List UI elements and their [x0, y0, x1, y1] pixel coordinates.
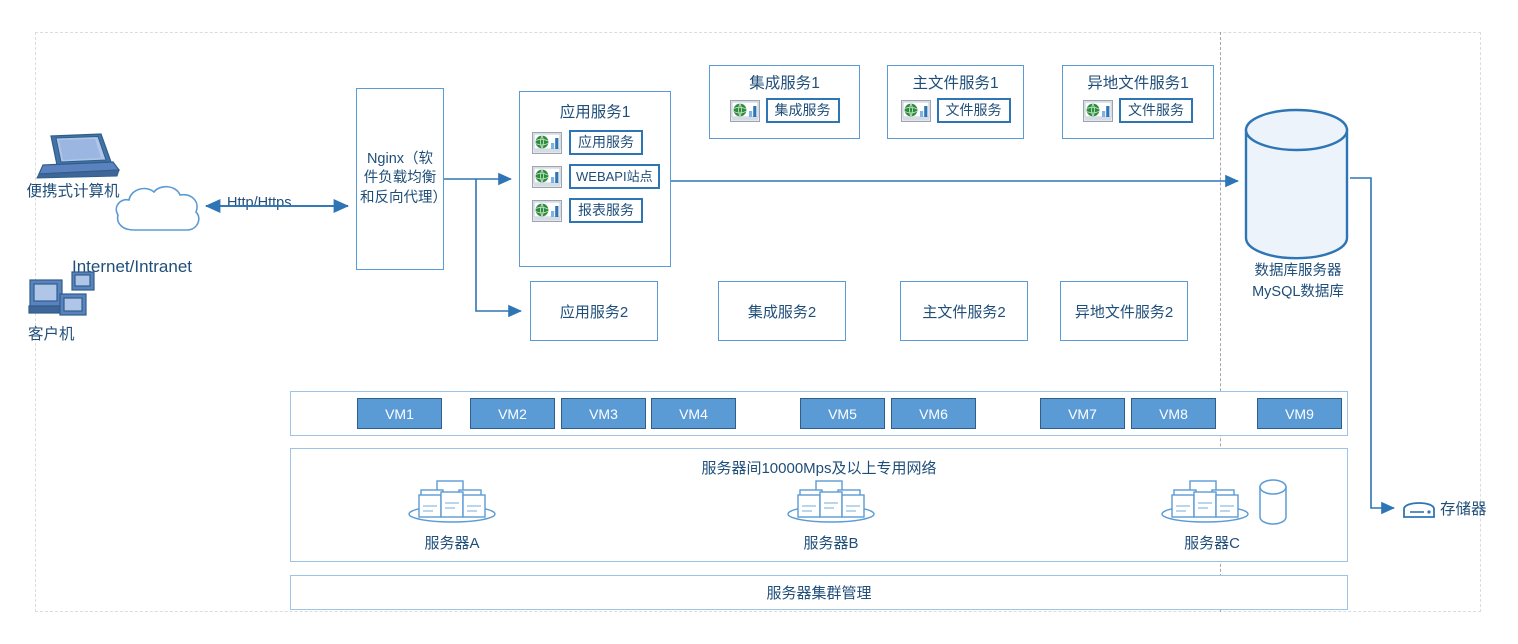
integration-service-1-box[interactable]: 集成服务1 集成服务 — [709, 65, 860, 139]
nginx-label: Nginx（软件负载均衡和反向代理） — [360, 151, 447, 206]
iis-globe-icon — [900, 99, 931, 122]
server-a-label: 服务器A — [424, 535, 480, 552]
site-divider-line — [1220, 32, 1221, 612]
server-c-label: 服务器C — [1184, 535, 1240, 552]
vm-block[interactable]: VM8 — [1131, 398, 1216, 429]
laptop-label: 便携式计算机 — [26, 183, 120, 200]
remote-file-service-1-box[interactable]: 异地文件服务1 文件服务 — [1062, 65, 1214, 139]
iis-globe-icon — [532, 199, 562, 222]
storage-device-icon[interactable] — [1402, 496, 1436, 520]
cluster-management-band[interactable]: 服务器集群管理 — [290, 575, 1348, 610]
service-chip[interactable]: 应用服务 — [569, 130, 643, 155]
remote-file-service-2-box[interactable]: 异地文件服务2 — [1060, 281, 1188, 341]
server-rack-icon — [1158, 478, 1252, 531]
app-service-2-box[interactable]: 应用服务2 — [530, 281, 658, 341]
service-chip[interactable]: WEBAPI站点 — [569, 164, 660, 189]
integration-service-2-box[interactable]: 集成服务2 — [718, 281, 846, 341]
vm-block[interactable]: VM9 — [1257, 398, 1342, 429]
server-rack-icon — [405, 478, 499, 531]
service-row[interactable]: WEBAPI站点 — [532, 164, 670, 189]
service-row[interactable]: 报表服务 — [532, 198, 670, 223]
database-label: 数据库服务器 MySQL数据库 — [1232, 261, 1364, 303]
cloud-label: Internet/Intranet — [72, 257, 193, 276]
iis-globe-icon — [532, 165, 562, 188]
service-chip[interactable]: 文件服务 — [936, 98, 1011, 123]
vm-block[interactable]: VM1 — [357, 398, 442, 429]
diagram-outer-frame — [35, 32, 1481, 612]
server-network-title: 服务器间10000Mps及以上专用网络 — [701, 460, 937, 477]
main-file-service-2-label: 主文件服务2 — [922, 303, 1006, 321]
integration-service-1-title: 集成服务1 — [749, 75, 820, 92]
main-file-service-1-title: 主文件服务1 — [912, 75, 999, 92]
iis-globe-icon — [532, 131, 562, 154]
service-chip[interactable]: 文件服务 — [1119, 98, 1193, 123]
app-service-1-box[interactable]: 应用服务1 应用服务 — [519, 91, 671, 267]
vm-block[interactable]: VM7 — [1040, 398, 1125, 429]
iis-globe-icon — [729, 99, 760, 122]
iis-globe-icon — [1083, 99, 1113, 122]
storage-label: 存储器 — [1440, 501, 1487, 518]
protocol-label: Http/Https — [224, 195, 295, 211]
app-service-2-label: 应用服务2 — [559, 303, 629, 321]
main-file-service-1-box[interactable]: 主文件服务1 文件服务 — [887, 65, 1024, 139]
laptop-icon — [33, 132, 121, 180]
remote-file-service-1-title: 异地文件服务1 — [1087, 75, 1189, 92]
server-group-c[interactable]: 服务器C — [1128, 478, 1318, 553]
service-row[interactable]: 应用服务 — [532, 130, 670, 155]
vm-block[interactable]: VM2 — [470, 398, 555, 429]
app-service-1-title: 应用服务1 — [559, 104, 631, 121]
server-group-b[interactable]: 服务器B — [751, 478, 911, 553]
service-chip[interactable]: 报表服务 — [569, 198, 643, 223]
clients-label: 客户机 — [28, 326, 75, 343]
database-cylinder-icon[interactable] — [1243, 108, 1350, 260]
server-group-a[interactable]: 服务器A — [372, 478, 532, 553]
remote-file-service-2-label: 异地文件服务2 — [1074, 303, 1174, 321]
storage-cylinder-icon — [1258, 478, 1288, 530]
database-label-line1: 数据库服务器 — [1254, 263, 1342, 279]
server-b-label: 服务器B — [803, 535, 859, 552]
vm-block[interactable]: VM5 — [800, 398, 885, 429]
integration-service-2-label: 集成服务2 — [747, 303, 817, 321]
nginx-box[interactable]: Nginx（软件负载均衡和反向代理） — [356, 88, 447, 270]
database-label-line2: MySQL数据库 — [1252, 284, 1344, 301]
service-chip[interactable]: 集成服务 — [765, 98, 840, 123]
desktop-computers-icon — [28, 268, 108, 324]
main-file-service-2-box[interactable]: 主文件服务2 — [900, 281, 1028, 341]
cluster-management-label: 服务器集群管理 — [766, 585, 872, 602]
vm-block[interactable]: VM3 — [561, 398, 646, 429]
vm-block[interactable]: VM4 — [651, 398, 736, 429]
cloud-icon — [110, 180, 206, 240]
server-rack-icon — [784, 478, 878, 531]
vm-block[interactable]: VM6 — [891, 398, 976, 429]
